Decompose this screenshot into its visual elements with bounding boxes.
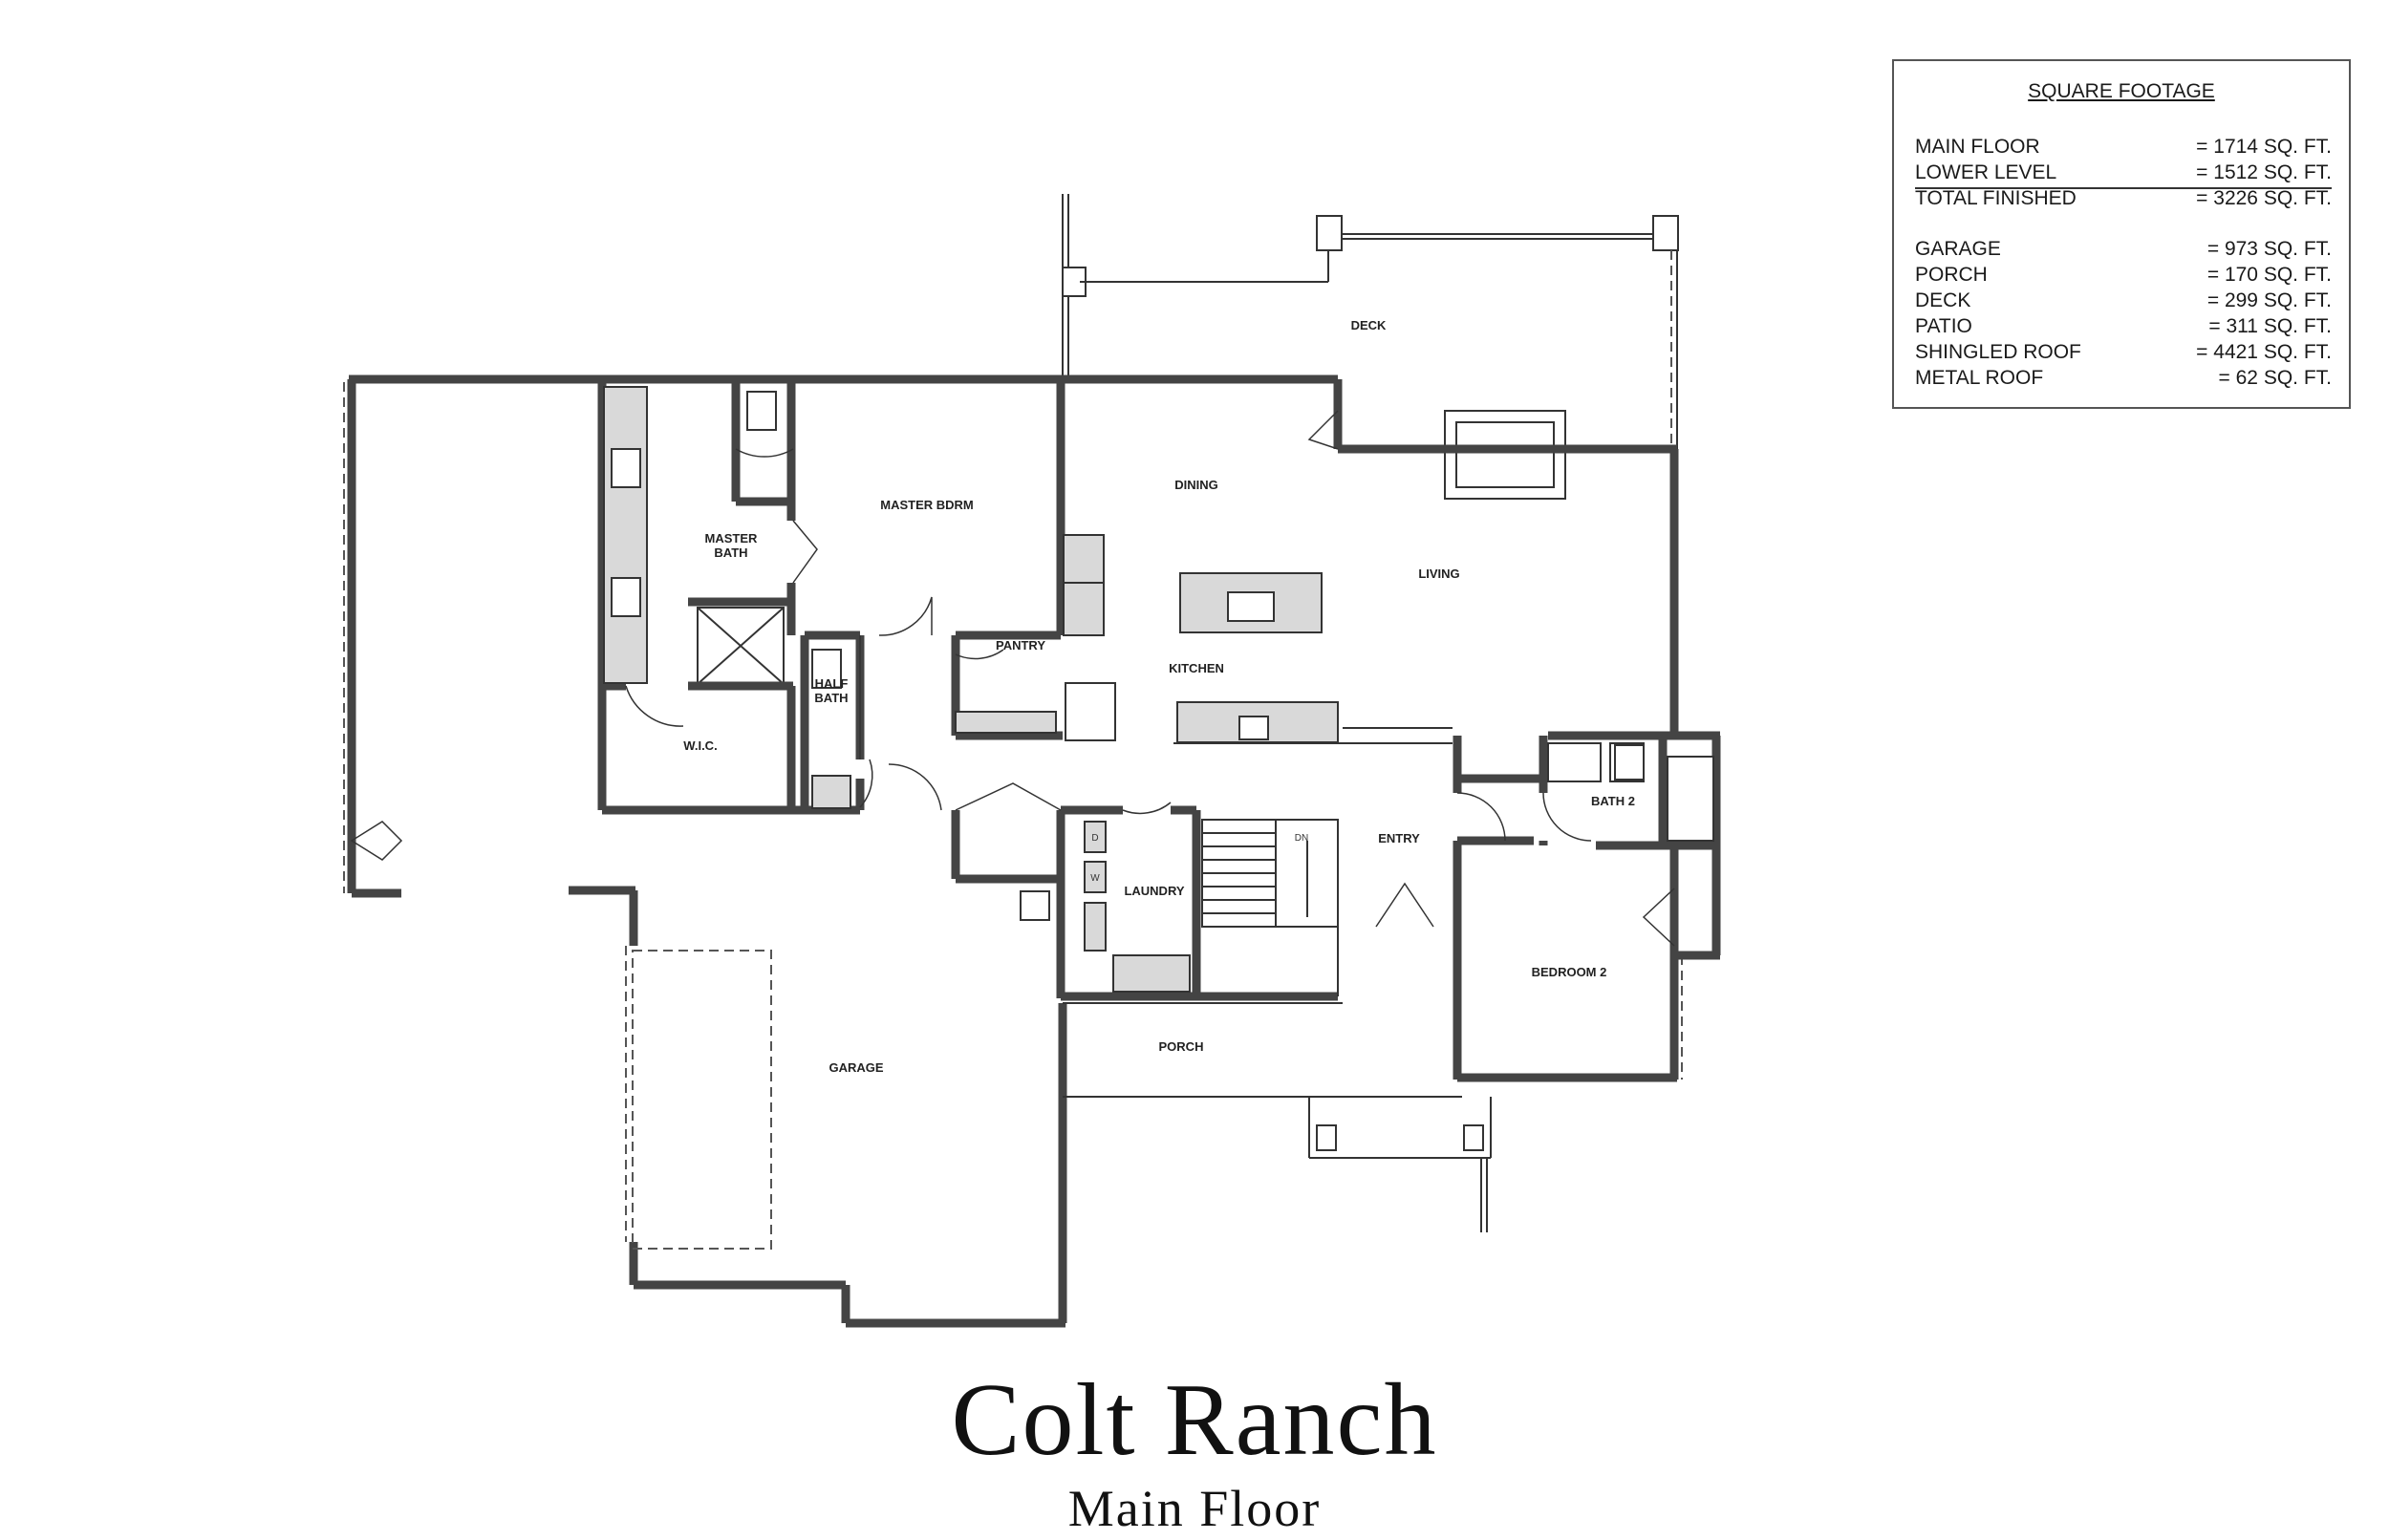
label-bedroom2: BEDROOM 2 xyxy=(1532,965,1607,979)
sqft-row: SHINGLED ROOF = 4421 SQ. FT. xyxy=(1915,341,2332,367)
sqft-row-value: = 311 SQ. FT. xyxy=(2208,315,2332,337)
label-master-bdrm: MASTER BDRM xyxy=(880,498,974,512)
sqft-row-label: PATIO xyxy=(1915,315,1972,337)
label-stair-dn: DN xyxy=(1295,833,1308,844)
label-porch: PORCH xyxy=(1159,1039,1204,1054)
door-swings xyxy=(350,410,1675,947)
square-footage-title: SQUARE FOOTAGE xyxy=(2028,80,2215,102)
sqft-row: PORCH = 170 SQ. FT. xyxy=(1915,264,2332,289)
plan-title: Colt Ranch xyxy=(951,1363,1438,1477)
label-master-bath-2: BATH xyxy=(714,545,747,560)
exterior-walls xyxy=(343,374,1721,1328)
sqft-row: GARAGE = 973 SQ. FT. xyxy=(1915,238,2332,264)
sqft-row-label: LOWER LEVEL xyxy=(1915,161,2057,183)
sqft-row-label: SHINGLED ROOF xyxy=(1915,341,2081,363)
label-half-bath-1: HALF xyxy=(815,676,849,691)
sqft-row-value: = 62 SQ. FT. xyxy=(2218,367,2332,389)
label-master-bath-1: MASTER xyxy=(705,531,759,545)
label-dining: DINING xyxy=(1174,478,1218,492)
sqft-row-label: TOTAL FINISHED xyxy=(1915,187,2077,209)
room-labels: DECK DINING LIVING KITCHEN PANTRY MASTER… xyxy=(683,318,1635,1075)
label-kitchen: KITCHEN xyxy=(1169,661,1224,675)
sqft-row-value: = 973 SQ. FT. xyxy=(2206,238,2332,260)
sqft-row-label: DECK xyxy=(1915,289,1971,311)
label-half-bath-2: BATH xyxy=(814,691,848,705)
label-dryer: D xyxy=(1091,833,1098,844)
sqft-row-value: = 1512 SQ. FT. xyxy=(2196,161,2332,183)
sqft-row-value: = 299 SQ. FT. xyxy=(2206,289,2332,311)
sqft-row: METAL ROOF = 62 SQ. FT. xyxy=(1915,367,2332,393)
label-washer: W xyxy=(1090,873,1100,884)
sqft-row-value: = 4421 SQ. FT. xyxy=(2196,341,2332,363)
sqft-row-label: GARAGE xyxy=(1915,238,2001,260)
fixtures xyxy=(603,386,1645,781)
sqft-row: LOWER LEVEL = 1512 SQ. FT. xyxy=(1915,161,2332,189)
label-deck: DECK xyxy=(1351,318,1387,332)
sqft-row: DECK = 299 SQ. FT. xyxy=(1915,289,2332,315)
label-garage: GARAGE xyxy=(829,1060,883,1075)
label-living: LIVING xyxy=(1418,567,1459,581)
sqft-row: PATIO = 311 SQ. FT. xyxy=(1915,315,2332,341)
sqft-row-label: PORCH xyxy=(1915,264,1988,286)
sqft-row: MAIN FLOOR = 1714 SQ. FT. xyxy=(1915,136,2332,161)
label-wic: W.I.C. xyxy=(683,738,717,753)
label-bath2: BATH 2 xyxy=(1591,794,1635,808)
plan-subtitle: Main Floor xyxy=(1067,1480,1322,1537)
label-pantry: PANTRY xyxy=(996,638,1045,652)
sqft-row-value: = 3226 SQ. FT. xyxy=(2196,187,2332,209)
label-entry: ENTRY xyxy=(1378,831,1420,845)
square-footage-table: SQUARE FOOTAGE MAIN FLOOR = 1714 SQ. FT.… xyxy=(1892,59,2351,409)
sqft-row-label: METAL ROOF xyxy=(1915,367,2044,389)
stairs xyxy=(1201,819,1339,996)
label-laundry: LAUNDRY xyxy=(1124,884,1184,898)
deck-area xyxy=(1062,194,1679,500)
sqft-row-value: = 170 SQ. FT. xyxy=(2206,264,2332,286)
sqft-row-value: = 1714 SQ. FT. xyxy=(2196,136,2332,158)
sqft-row-label: MAIN FLOOR xyxy=(1915,136,2040,158)
sqft-row: TOTAL FINISHED = 3226 SQ. FT. xyxy=(1915,187,2332,213)
